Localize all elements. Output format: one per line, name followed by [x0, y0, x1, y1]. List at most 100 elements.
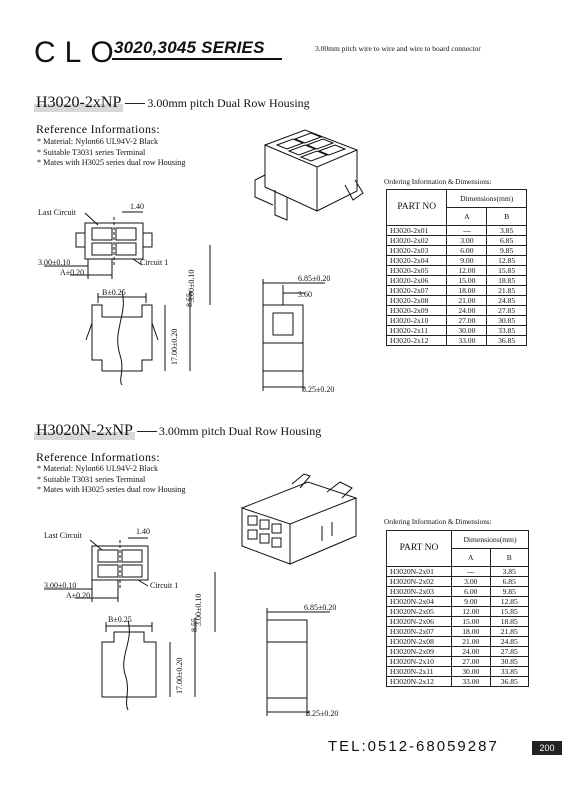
cell-dim-b: 9.85 — [489, 586, 530, 597]
reference-item-terminal: Suitable T3031 series Terminal — [37, 148, 186, 159]
ordering-caption: Ordering Information & Dimensions: — [384, 518, 492, 526]
table-row: H3020N-2x01---3.85 — [385, 566, 530, 577]
cell-part-no: H3020-2x05 — [385, 265, 448, 276]
label-dim-855: 8.55 — [190, 618, 199, 632]
col-dimensions: Dimensions(mm) — [446, 189, 527, 208]
table-subheader-row: A B — [387, 207, 527, 226]
reference-item-material: Material: Nylon66 UL94V-2 Black — [37, 464, 186, 475]
reference-item-terminal: Suitable T3031 series Terminal — [37, 475, 186, 486]
reference-item-material: Material: Nylon66 UL94V-2 Black — [37, 137, 186, 148]
cell-part-no: H3020-2x08 — [385, 295, 448, 306]
cell-dim-a: 6.00 — [446, 245, 488, 256]
label-dim-1700: 17.00±0.20 — [170, 329, 179, 365]
cell-dim-a: 33.00 — [446, 335, 488, 346]
cell-dim-b: 12.85 — [489, 596, 530, 607]
cell-dim-a: 9.00 — [451, 596, 491, 607]
cell-part-no: H3020N-2x05 — [385, 606, 453, 617]
label-circuit-1: Circuit 1 — [140, 258, 168, 267]
title-separator — [125, 102, 146, 104]
cell-part-no: H3020-2x11 — [385, 325, 448, 336]
col-a: A — [451, 548, 491, 567]
cell-dim-b: 24.85 — [489, 636, 530, 647]
cell-part-no: H3020N-2x09 — [385, 646, 453, 657]
cell-part-no: H3020N-2x02 — [385, 576, 453, 587]
label-dim-685: 6.85±0.20 — [304, 603, 336, 612]
ordering-caption: Ordering Information & Dimensions: — [384, 178, 492, 186]
cell-dim-a: 18.00 — [446, 285, 488, 296]
reference-list: Material: Nylon66 UL94V-2 Black Suitable… — [37, 464, 186, 496]
cell-part-no: H3020N-2x07 — [385, 626, 453, 637]
cell-part-no: H3020-2x07 — [385, 285, 448, 296]
cell-part-no: H3020N-2x06 — [385, 616, 453, 627]
label-circuit-1: Circuit 1 — [150, 581, 178, 590]
isometric-view-h3020n — [240, 473, 358, 565]
brand-logo-text: CLO — [34, 36, 123, 69]
label-dim-825: 8.25±0.20 — [302, 385, 334, 394]
cell-part-no: H3020-2x09 — [385, 305, 448, 316]
reference-heading: Reference Informations: — [36, 450, 160, 464]
series-title: 3020,3045 SERIES — [114, 38, 265, 57]
label-dim-a: A±0.20 — [66, 591, 90, 600]
cell-dim-a: 27.00 — [451, 656, 491, 667]
cell-part-no: H3020-2x03 — [385, 245, 448, 256]
cell-dim-b: 33.85 — [486, 325, 527, 336]
label-dim-855: 8.55 — [185, 293, 194, 307]
footer-telephone: TEL:0512-68059287 — [328, 738, 499, 755]
cell-dim-a: 21.00 — [451, 636, 491, 647]
technical-drawing-h3020: Last Circuit 1.40 Circuit 1 3.00±0.10 A±… — [38, 202, 334, 394]
cell-dim-a: --- — [446, 225, 488, 236]
label-dim-1700: 17.00±0.20 — [175, 658, 184, 694]
col-b: B — [489, 548, 530, 567]
reference-heading: Reference Informations: — [36, 122, 160, 136]
col-dimensions: Dimensions(mm) — [451, 530, 529, 549]
cell-part-no: H3020N-2x12 — [385, 676, 453, 687]
cell-dim-b: 15.85 — [486, 265, 527, 276]
cell-dim-b: 9.85 — [486, 245, 527, 256]
label-dim-a: A±0.20 — [60, 268, 84, 277]
cell-dim-b: 15.85 — [489, 606, 530, 617]
header-underline — [112, 58, 282, 60]
cell-part-no: H3020N-2x10 — [385, 656, 453, 667]
label-last-circuit: Last Circuit — [44, 531, 83, 540]
cell-dim-a: 27.00 — [446, 315, 488, 326]
cell-part-no: H3020-2x04 — [385, 255, 448, 266]
cell-dim-a: 30.00 — [446, 325, 488, 336]
ordering-table-h3020: PART NO Dimensions(mm) A B H3020-2x01---… — [385, 189, 527, 346]
label-dim-pitch: 3.00±0.10 — [44, 581, 76, 590]
cell-dim-a: 15.00 — [446, 275, 488, 286]
cell-dim-a: 24.00 — [446, 305, 488, 316]
label-dim-b: B±0.25 — [102, 288, 126, 297]
cell-dim-a: 33.00 — [451, 676, 491, 687]
title-separator — [136, 430, 157, 432]
cell-dim-b: 33.85 — [489, 666, 530, 677]
cell-dim-a: 15.00 — [451, 616, 491, 627]
cell-part-no: H3020-2x02 — [385, 235, 448, 246]
cell-part-no: H3020N-2x03 — [385, 586, 453, 597]
cell-dim-a: 3.00 — [446, 235, 488, 246]
label-last-circuit: Last Circuit — [38, 208, 77, 217]
cell-dim-a: 30.00 — [451, 666, 491, 677]
cell-dim-b: 30.85 — [486, 315, 527, 326]
label-dim-300v: 3.00±0.10 — [187, 270, 196, 302]
ordering-table-h3020n: PART NO Dimensions(mm) A B H3020N-2x01--… — [385, 530, 530, 687]
cell-dim-b: 30.85 — [489, 656, 530, 667]
label-dim-1-40: 1.40 — [136, 527, 150, 536]
cell-dim-a: --- — [451, 566, 491, 577]
cell-dim-b: 18.85 — [489, 616, 530, 627]
table-subheader-row: A B — [387, 548, 530, 567]
label-dim-360: 3.60 — [298, 290, 312, 299]
